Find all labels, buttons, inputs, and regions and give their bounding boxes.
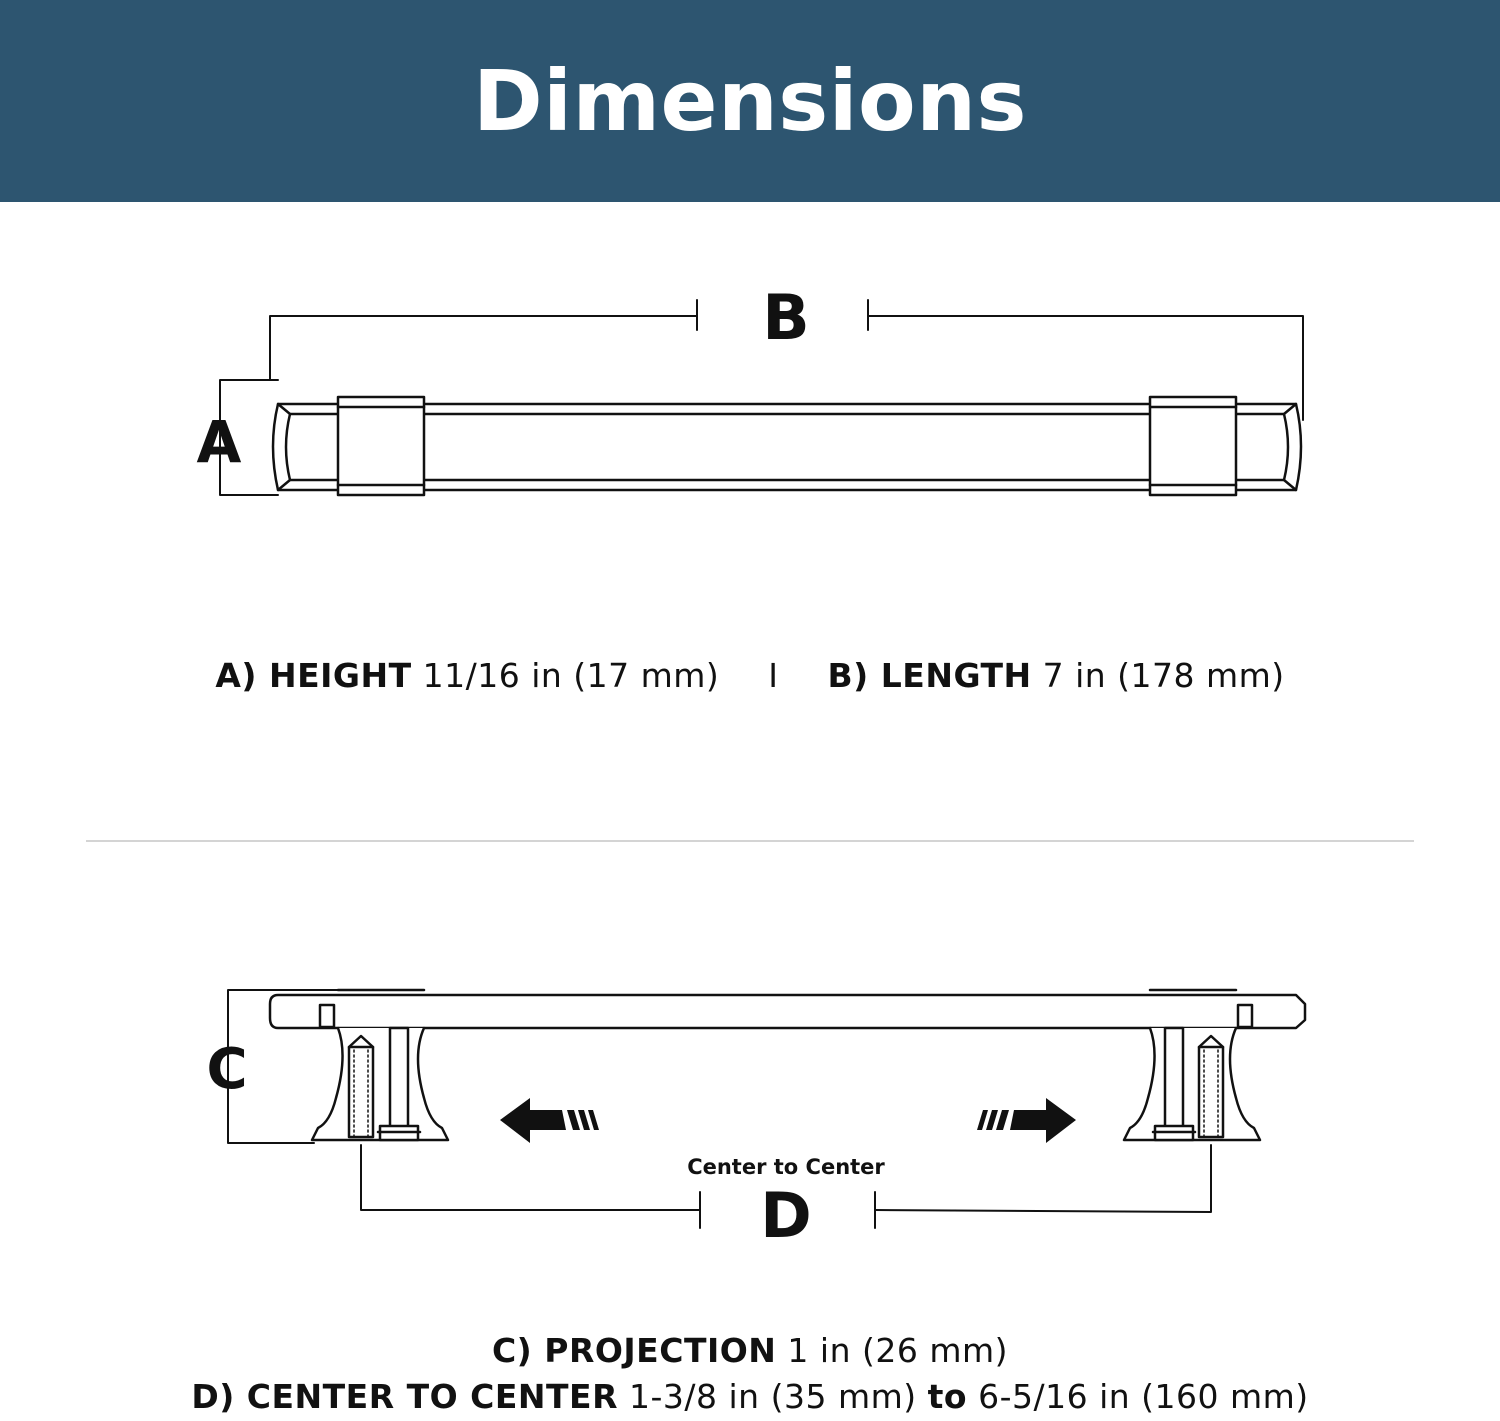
- spec-line-center-to-center: D) CENTER TO CENTER 1-3/8 in (35 mm) to …: [0, 1377, 1500, 1416]
- dimension-a-label: A: [197, 408, 242, 476]
- projection-label: C) PROJECTION: [491, 1331, 777, 1370]
- spec-line-projection: C) PROJECTION 1 in (26 mm): [0, 1331, 1500, 1370]
- dimension-b-line: [269, 299, 1304, 421]
- handle-front-view: [271, 395, 1303, 497]
- ctc-to-word: to: [927, 1377, 968, 1416]
- projection-value: 1 in (26 mm): [787, 1331, 1009, 1370]
- height-label: A) HEIGHT: [215, 656, 412, 695]
- length-label: B) LENGTH: [827, 656, 1032, 695]
- handle-side-view: [268, 988, 1307, 1142]
- length-value: 7 in (178 mm): [1042, 656, 1285, 695]
- height-value: 11/16 in (17 mm): [422, 656, 720, 695]
- dimension-a-bracket: [219, 379, 279, 496]
- ctc-max-value: 6-5/16 in (160 mm): [978, 1377, 1309, 1416]
- ctc-min-value: 1-3/8 in (35 mm): [629, 1377, 917, 1416]
- section-divider: [86, 840, 1414, 842]
- dimension-c-label: C: [206, 1037, 247, 1102]
- dimension-d-line: [360, 1144, 1212, 1229]
- page-title: Dimensions: [472, 52, 1028, 150]
- arrow-left-icon: [500, 1098, 599, 1143]
- header-banner: Dimensions: [0, 0, 1500, 202]
- dimension-c-bracket: [227, 989, 339, 1144]
- spec-line-height-length: A) HEIGHT 11/16 in (17 mm) I B) LENGTH 7…: [0, 656, 1500, 695]
- arrow-right-icon: [977, 1098, 1076, 1143]
- center-to-center-label: Center to Center: [687, 1155, 885, 1179]
- dimension-b-label: B: [762, 281, 809, 354]
- dimension-d-label: D: [760, 1179, 811, 1252]
- spec-separator: I: [768, 656, 779, 695]
- ctc-label: D) CENTER TO CENTER: [191, 1377, 619, 1416]
